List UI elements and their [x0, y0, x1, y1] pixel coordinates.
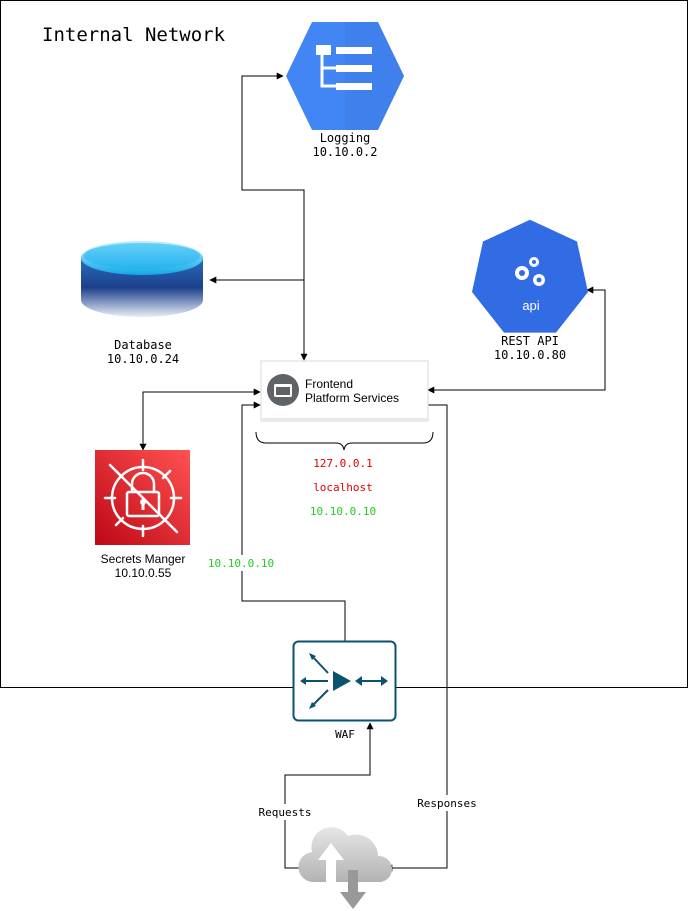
edge-frontend-cloud-responses [385, 404, 448, 872]
address-localhost: localhost [313, 481, 373, 494]
cloud-node[interactable] [298, 827, 393, 909]
rest-api-ip: 10.10.0.80 [494, 348, 566, 362]
database-node[interactable]: Database 10.10.0.24 [81, 241, 203, 366]
secrets-manager-node[interactable]: Secrets Manger 10.10.0.55 [95, 450, 190, 580]
edge-frontend-secrets [139, 388, 261, 451]
rest-api-label: REST API [501, 334, 559, 348]
database-icon [81, 241, 203, 317]
api-badge: api [522, 298, 539, 313]
frontend-addresses: 127.0.0.1 localhost 10.10.0.10 [310, 457, 376, 518]
address-loopback: 127.0.0.1 [313, 457, 373, 470]
edge-waf-frontend [241, 401, 346, 641]
edge-cloud-waf-requests [284, 722, 374, 869]
secrets-manager-label: Secrets Manger [101, 552, 186, 566]
edge-label-waf-frontend: 10.10.0.10 [208, 557, 274, 570]
waf-node[interactable]: WAF [292, 640, 397, 742]
logging-icon [286, 22, 404, 130]
kubernetes-api-icon: api [472, 219, 588, 333]
edge-restapi-frontend [427, 286, 606, 394]
frontend-label-line2: Platform Services [305, 391, 399, 405]
network-title: Internal Network [42, 24, 226, 46]
address-internal: 10.10.0.10 [310, 505, 376, 518]
logging-node[interactable]: Logging 10.10.0.2 [286, 22, 404, 159]
cloud-upload-download-icon [298, 827, 393, 909]
secrets-manager-ip: 10.10.0.55 [115, 566, 172, 580]
database-label: Database [114, 338, 172, 352]
logging-ip: 10.10.0.2 [312, 145, 377, 159]
waf-label: WAF [335, 728, 355, 741]
edge-frontend-logging [241, 72, 308, 361]
edge-label-requests: Requests [259, 806, 312, 819]
edge-label-responses: Responses [417, 797, 477, 810]
frontend-icon [267, 374, 299, 406]
frontend-label-line1: Frontend [305, 377, 353, 391]
logging-label: Logging [320, 131, 371, 145]
frontend-node[interactable]: Frontend Platform Services [260, 360, 429, 422]
database-ip: 10.10.0.24 [107, 352, 179, 366]
frontend-address-brace [255, 431, 434, 451]
rest-api-node[interactable]: api REST API 10.10.0.80 [472, 219, 588, 362]
